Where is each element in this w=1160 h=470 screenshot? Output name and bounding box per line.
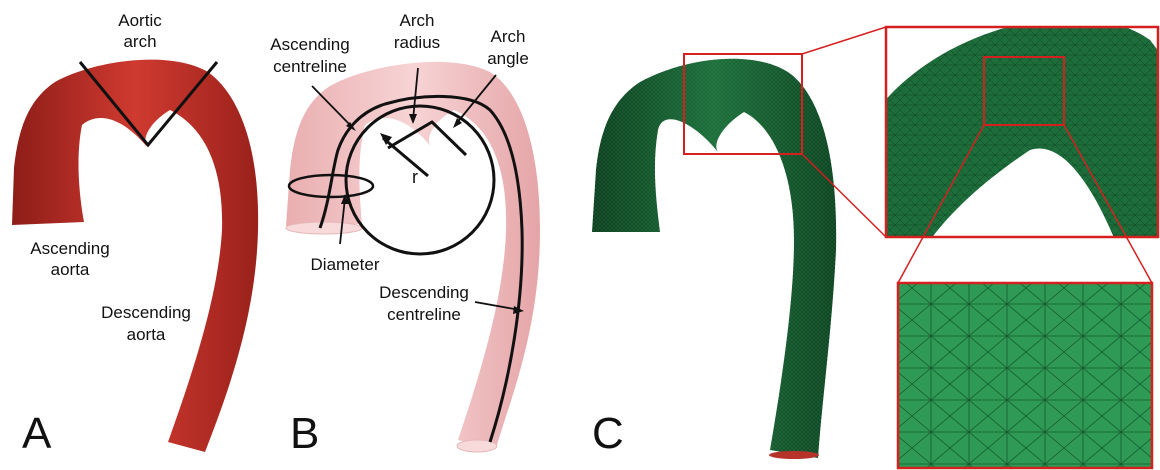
panel-b-letter: B: [290, 409, 319, 458]
panel-c-letter: C: [592, 409, 624, 458]
zoom-panel-mesh-detail: [898, 283, 1152, 468]
ascending-centreline-label-line2: centreline: [273, 57, 347, 76]
mesh-outlet-cap: [769, 451, 819, 459]
ascending-centreline-label-line1: Ascending: [270, 35, 349, 54]
descending-centreline-label-line1: Descending: [379, 283, 469, 302]
aortic-arch-label-line2: arch: [123, 32, 156, 51]
arch-angle-label-line2: angle: [487, 49, 529, 68]
arch-radius-label-line2: radius: [394, 33, 440, 52]
ascending-aorta-label-line2: aorta: [51, 260, 90, 279]
descending-aorta-label-line2: aorta: [127, 325, 166, 344]
aortic-arch-label-line1: Aortic: [118, 11, 162, 30]
descending-aorta-label-line1: Descending: [101, 303, 191, 322]
radius-line: [383, 138, 428, 176]
descending-centreline-label-line2: centreline: [387, 305, 461, 324]
panel-b: r Ascending centreline Arch radius Arch …: [270, 11, 540, 458]
radius-symbol: r: [412, 167, 418, 187]
panel-c: C: [592, 18, 1160, 468]
arch-angle-label-line1: Arch: [491, 27, 526, 46]
panel-a-letter: A: [22, 409, 52, 458]
ascending-aorta-label-line1: Ascending: [30, 239, 109, 258]
zoom-panel-arch: [870, 18, 1160, 260]
zoom-connector-1a: [802, 27, 886, 54]
inlet-cap: [286, 222, 362, 234]
arch-radius-label-line1: Arch: [400, 11, 435, 30]
panel-a: Aortic arch Ascending aorta Descending a…: [12, 11, 258, 458]
aorta-mesh-overlay: [592, 59, 836, 458]
diameter-label: Diameter: [311, 255, 380, 274]
